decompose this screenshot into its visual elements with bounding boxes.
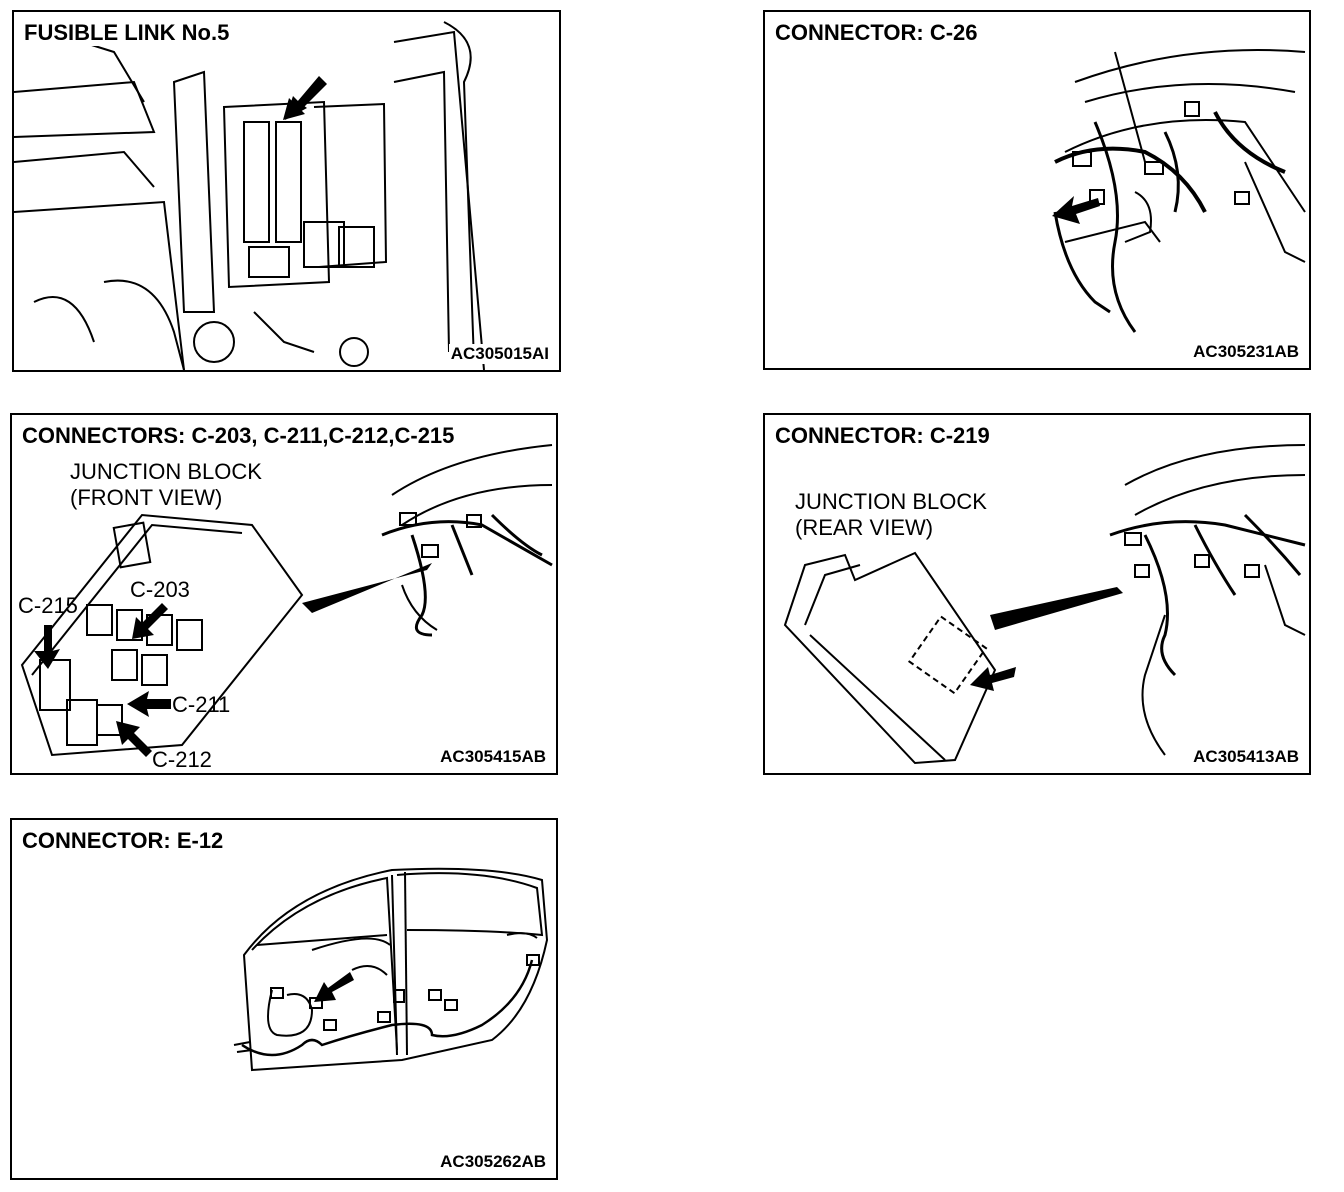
- panel-title: CONNECTOR: C-219: [773, 423, 992, 449]
- arrow-icon: [970, 667, 1016, 691]
- panel-title: CONNECTOR: C-26: [773, 20, 980, 46]
- panel-title: FUSIBLE LINK No.5: [22, 20, 232, 46]
- panel-title: CONNECTOR: E-12: [20, 828, 226, 854]
- figure-code: AC305262AB: [438, 1152, 548, 1172]
- callout-c211: C-211: [172, 692, 231, 717]
- door-harness-illustration: [233, 867, 549, 1072]
- callout-c215: C-215: [18, 593, 78, 618]
- view-label-line1: JUNCTION BLOCK: [70, 459, 262, 484]
- figure-code: AC305015AI: [448, 344, 551, 364]
- harness-illustration: [1053, 49, 1306, 333]
- view-label-line1: JUNCTION BLOCK: [795, 489, 987, 514]
- arrow-icon: [34, 625, 60, 669]
- engine-bay-illustration: [14, 21, 485, 370]
- view-label-line2: (FRONT VIEW): [70, 485, 223, 510]
- panel-title: CONNECTORS: C-203, C-211,C-212,C-215: [20, 423, 457, 449]
- panel-connector-c26: CONNECTOR: C-26 AC305231AB: [763, 10, 1311, 370]
- arrow-icon: [314, 972, 354, 1002]
- figure-code: AC305415AB: [438, 747, 548, 767]
- view-label-line2: (REAR VIEW): [795, 515, 934, 540]
- arrow-icon: [283, 76, 327, 120]
- figure-code: AC305231AB: [1191, 342, 1301, 362]
- arrow-icon: [127, 691, 171, 717]
- arrow-icon: [1052, 196, 1100, 224]
- panel-connector-e12: CONNECTOR: E-12 AC305262AB: [10, 818, 558, 1180]
- arrow-icon: [132, 603, 168, 639]
- arrow-icon: [116, 721, 152, 757]
- panel-junction-block-rear: CONNECTOR: C-219 JUNCTION BLOCK (REAR VI…: [763, 413, 1311, 775]
- figure-code: AC305413AB: [1191, 747, 1301, 767]
- callout-c212: C-212: [152, 747, 212, 772]
- junction-block-illustration: [783, 444, 1306, 765]
- callout-c203: C-203: [130, 577, 190, 602]
- panel-fusible-link: FUSIBLE LINK No.5 AC305015AI: [12, 10, 561, 372]
- panel-junction-block-front: CONNECTORS: C-203, C-211,C-212,C-215 JUN…: [10, 413, 558, 775]
